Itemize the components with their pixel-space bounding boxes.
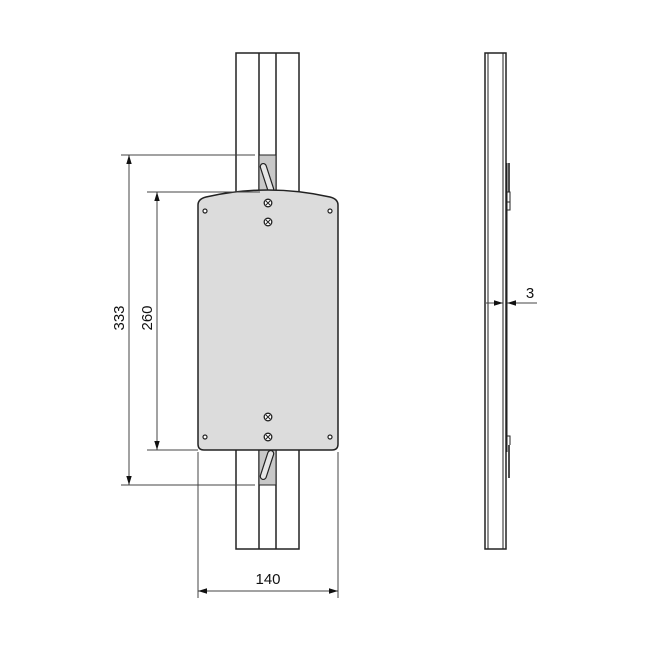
screw-icon xyxy=(263,432,273,442)
front-view: 333 260 140 xyxy=(111,52,339,598)
hole-icon xyxy=(202,208,208,214)
hole-icon xyxy=(327,434,333,440)
dimension-overall-height xyxy=(121,154,255,486)
side-view xyxy=(484,52,511,550)
hole-icon xyxy=(327,208,333,214)
dimension-label-333: 333 xyxy=(111,305,128,330)
bottom-hook-slot xyxy=(258,444,277,486)
screws xyxy=(263,198,273,442)
dimension-plate-width xyxy=(197,452,339,598)
dimension-plate-height xyxy=(147,191,260,451)
top-hook-slot xyxy=(258,154,277,198)
dimension-label-3: 3 xyxy=(526,285,534,302)
hole-icon xyxy=(202,434,208,440)
screw-icon xyxy=(263,198,273,208)
dimension-label-260: 260 xyxy=(139,305,156,330)
screw-icon xyxy=(263,217,273,227)
corner-holes xyxy=(202,208,333,440)
mounting-plate xyxy=(197,189,339,451)
dimension-label-140: 140 xyxy=(255,571,280,588)
screw-icon xyxy=(263,412,273,422)
